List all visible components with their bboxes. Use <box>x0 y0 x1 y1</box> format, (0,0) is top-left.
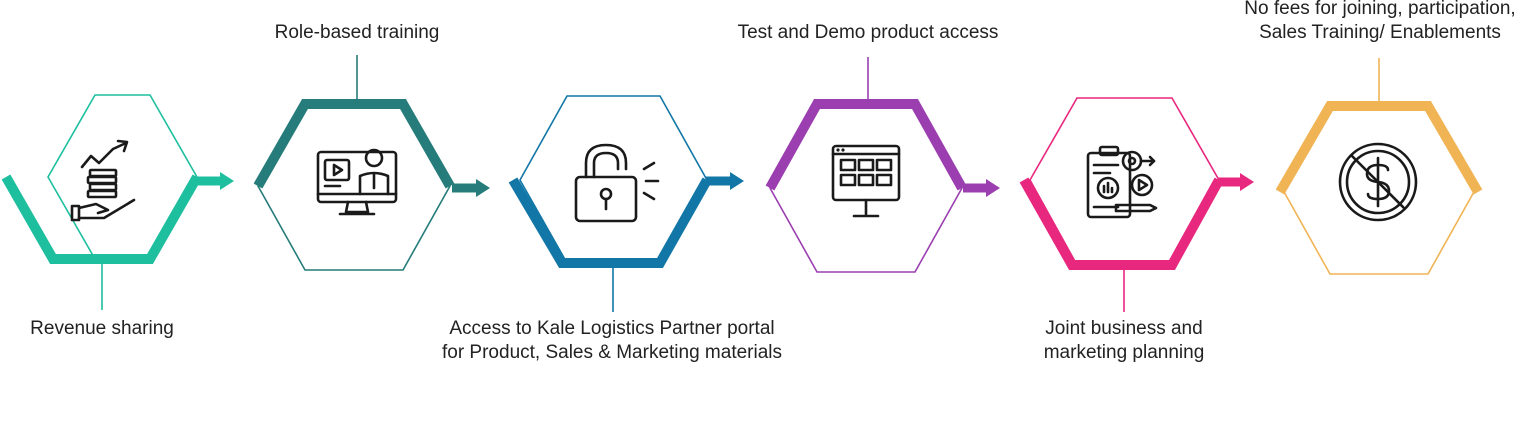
step-role-based-training: Role-based training <box>253 22 490 271</box>
step-label-line: Role-based training <box>275 22 440 43</box>
business-plan-target-icon <box>1086 145 1158 219</box>
step-label: Revenue sharing <box>30 318 174 339</box>
step-label: Role-based training <box>275 22 440 43</box>
step-label-line: Joint business and <box>1045 318 1202 339</box>
video-training-monitor-icon <box>316 148 398 216</box>
step-joint-business-planning: Joint business and marketing planning <box>1019 97 1254 363</box>
step-label-line: Revenue sharing <box>30 318 174 339</box>
step-label: Test and Demo product access <box>738 22 999 43</box>
no-fees-dollar-icon <box>1338 142 1418 222</box>
step-label-line: Test and Demo product access <box>738 22 999 43</box>
step-label-line: for Product, Sales & Marketing materials <box>442 342 782 363</box>
flow-arrow-head <box>476 179 490 197</box>
step-label-line: Sales Training/ Enablements <box>1259 22 1501 43</box>
hexagon-thick-half <box>1 174 202 264</box>
step-label-line: marketing planning <box>1044 342 1205 363</box>
step-label: No fees for joining, participation, Sales… <box>1244 0 1515 43</box>
step-label-line: Access to Kale Logistics Partner portal <box>449 318 774 339</box>
step-label: Joint business and marketing planning <box>1044 318 1205 363</box>
hexagon-thick-half <box>508 177 712 268</box>
hexagon-outline <box>47 94 198 260</box>
hexagon-thick-half <box>253 99 455 189</box>
step-no-fees: No fees for joining, participation, Sales… <box>1244 0 1516 275</box>
hexagon-thick-half <box>1019 177 1224 270</box>
hexagon-thick-half <box>1275 101 1483 195</box>
step-revenue-sharing: Revenue sharing <box>1 94 234 339</box>
flow-arrow-head <box>730 172 744 190</box>
revenue-hand-coins-icon <box>70 139 136 222</box>
flow-arrow-head <box>986 179 1000 197</box>
step-test-demo-access: Test and Demo product access <box>738 22 1000 273</box>
step-label-line: No fees for joining, participation, <box>1244 0 1515 19</box>
hexagon-thick-half <box>765 99 967 191</box>
flow-arrow-head <box>1240 173 1254 191</box>
demo-dashboard-monitor-icon <box>831 144 901 218</box>
flow-arrow-head <box>220 172 234 190</box>
step-label: Access to Kale Logistics Partner portal f… <box>442 318 782 363</box>
step-partner-portal-access: Access to Kale Logistics Partner portal f… <box>442 95 782 363</box>
unlocked-padlock-icon <box>574 143 660 223</box>
